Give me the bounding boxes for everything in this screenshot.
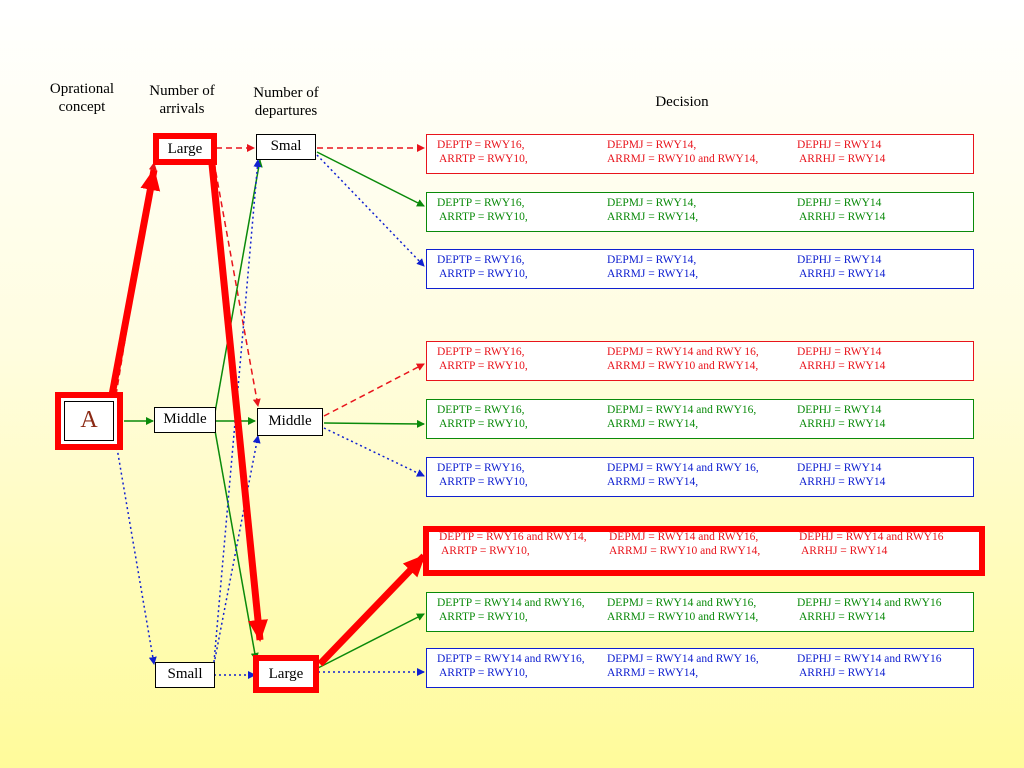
decision-8-c3-line-1: DEPHJ = RWY14 and RWY16 — [797, 597, 942, 609]
decision-4-c3-line-1: DEPHJ = RWY14 — [797, 346, 882, 358]
decision-9-c3-line-1: DEPHJ = RWY14 and RWY16 — [797, 653, 942, 665]
decision-3-c2-line-2: ARRMJ = RWY14, — [607, 268, 699, 280]
node-departures-small: Smal — [256, 134, 316, 160]
node-a: A — [55, 392, 123, 450]
arrow-a-to-arr-small — [116, 447, 157, 665]
decision-5-c2-line-2: ARRMJ = RWY14, — [607, 418, 699, 430]
highlight-a-to-arr-large — [108, 168, 161, 396]
decision-2-c3-line-1: DEPHJ = RWY14 — [797, 197, 882, 209]
decision-9-c2-line-2: ARRMJ = RWY14, — [607, 667, 699, 679]
decision-9-c3-line-2: ARRHJ = RWY14 — [799, 667, 886, 679]
decision-8-c3-line-2: ARRHJ = RWY14 — [799, 611, 886, 623]
decision-1-c3-line-2: ARRHJ = RWY14 — [799, 153, 886, 165]
decision-5-c3-line-1: DEPHJ = RWY14 — [797, 404, 882, 416]
decision-box-4: DEPTP = RWY16, ARRTP = RWY10, DEPMJ = RWY1… — [426, 341, 974, 381]
decision-8-c1-line-2: ARRTP = RWY10, — [439, 611, 528, 623]
decision-7-c2-line-1: DEPMJ = RWY14 and RWY16, — [609, 531, 759, 543]
decision-9-c1-line-2: ARRTP = RWY10, — [439, 667, 528, 679]
decision-7-c1-line-2: ARRTP = RWY10, — [441, 545, 530, 557]
node-arrivals-large: Large — [153, 133, 217, 165]
decision-5-c1-line-1: DEPTP = RWY16, — [437, 404, 525, 416]
decision-2-c1-line-2: ARRTP = RWY10, — [439, 211, 528, 223]
arrow-depmiddle-to-d6 — [323, 427, 425, 477]
decision-box-8: DEPTP = RWY14 and RWY16, ARRTP = RWY10, DE… — [426, 592, 974, 632]
decision-6-c3-line-1: DEPHJ = RWY14 — [797, 462, 882, 474]
node-arrivals-middle: Middle — [154, 407, 216, 433]
decision-2-c2-line-2: ARRMJ = RWY14, — [607, 211, 699, 223]
header-departures: Number of departures — [253, 85, 319, 119]
decision-7-c2-line-2: ARRMJ = RWY10 and RWY14, — [609, 545, 761, 557]
arrow-arrsmall-to-depmiddle — [213, 435, 261, 665]
decision-box-9: DEPTP = RWY14 and RWY16, ARRTP = RWY10, DE… — [426, 648, 974, 688]
decision-5-c1-line-2: ARRTP = RWY10, — [439, 418, 528, 430]
decision-4-c1-line-1: DEPTP = RWY16, — [437, 346, 525, 358]
decision-6-c3-line-2: ARRHJ = RWY14 — [799, 476, 886, 488]
decision-2-c3-line-2: ARRHJ = RWY14 — [799, 211, 886, 223]
node-departures-middle-label: Middle — [268, 413, 312, 429]
decision-box-3: DEPTP = RWY16, ARRTP = RWY10, DEPMJ = RWY1… — [426, 249, 974, 289]
arrow-deplarge-to-d8 — [317, 613, 425, 669]
decision-1-c2-line-2: ARRMJ = RWY10 and RWY14, — [607, 153, 759, 165]
arrow-depsmall-to-d3 — [316, 154, 425, 267]
decision-8-c2-line-2: ARRMJ = RWY10 and RWY14, — [607, 611, 759, 623]
decision-3-c1-line-2: ARRTP = RWY10, — [439, 268, 528, 280]
decision-6-c2-line-1: DEPMJ = RWY14 and RWY 16, — [607, 462, 759, 474]
decision-4-c2-line-1: DEPMJ = RWY14 and RWY 16, — [607, 346, 759, 358]
highlight-dep-large-to-d7 — [317, 553, 427, 667]
decision-2-c2-line-1: DEPMJ = RWY14, — [607, 197, 697, 209]
arrow-arrlarge-to-depmiddle — [213, 161, 261, 407]
decision-7-c1-line-1: DEPTP = RWY16 and RWY14, — [439, 531, 587, 543]
decision-9-c1-line-1: DEPTP = RWY14 and RWY16, — [437, 653, 585, 665]
decision-3-c1-line-1: DEPTP = RWY16, — [437, 254, 525, 266]
decision-box-6: DEPTP = RWY16, ARRTP = RWY10, DEPMJ = RWY1… — [426, 457, 974, 497]
header-decision: Decision — [655, 94, 709, 110]
decision-1-c3-line-1: DEPHJ = RWY14 — [797, 139, 882, 151]
decision-box-7: DEPTP = RWY16 and RWY14, ARRTP = RWY10, DE… — [423, 526, 985, 576]
node-departures-large-label: Large — [268, 666, 304, 682]
decision-3-c3-line-2: ARRHJ = RWY14 — [799, 268, 886, 280]
arrow-depmiddle-to-d4 — [323, 363, 425, 417]
decision-6-c1-line-1: DEPTP = RWY16, — [437, 462, 525, 474]
highlight-arr-large-to-dep-large — [208, 163, 268, 642]
node-arrivals-small: Small — [155, 662, 215, 688]
decision-6-c2-line-2: ARRMJ = RWY14, — [607, 476, 699, 488]
decision-8-c2-line-1: DEPMJ = RWY14 and RWY16, — [607, 597, 757, 609]
node-departures-middle: Middle — [257, 408, 323, 436]
decision-4-c3-line-2: ARRHJ = RWY14 — [799, 360, 886, 372]
decision-box-2: DEPTP = RWY16, ARRTP = RWY10, DEPMJ = RWY1… — [426, 192, 974, 232]
arrow-depmiddle-to-d5 — [323, 419, 425, 428]
decision-3-c2-line-1: DEPMJ = RWY14, — [607, 254, 697, 266]
arrow-depsmall-to-d2 — [316, 151, 425, 207]
node-arrivals-small-label: Small — [167, 666, 203, 682]
decision-8-c1-line-1: DEPTP = RWY14 and RWY16, — [437, 597, 585, 609]
decision-3-c3-line-1: DEPHJ = RWY14 — [797, 254, 882, 266]
arrow-arrmiddle-to-depsmall — [213, 159, 263, 419]
header-arrivals: Number of arrivals — [149, 83, 215, 117]
decision-box-5: DEPTP = RWY16, ARRTP = RWY10, DEPMJ = RWY1… — [426, 399, 974, 439]
decision-5-c2-line-1: DEPMJ = RWY14 and RWY16, — [607, 404, 757, 416]
decision-7-c3-line-2: ARRHJ = RWY14 — [801, 545, 888, 557]
decision-4-c2-line-2: ARRMJ = RWY10 and RWY14, — [607, 360, 759, 372]
node-a-label: A — [80, 407, 98, 433]
node-arrivals-middle-label: Middle — [163, 411, 207, 427]
decision-7-c3-line-1: DEPHJ = RWY14 and RWY16 — [799, 531, 944, 543]
decision-1-c2-line-1: DEPMJ = RWY14, — [607, 139, 697, 151]
decision-9-c2-line-1: DEPMJ = RWY14 and RWY 16, — [607, 653, 759, 665]
node-arrivals-large-label: Large — [167, 141, 203, 157]
decision-5-c3-line-2: ARRHJ = RWY14 — [799, 418, 886, 430]
header-concept: Oprational concept — [49, 81, 115, 115]
decision-box-1: DEPTP = RWY16, ARRTP = RWY10, DEPMJ = RWY1… — [426, 134, 974, 174]
decision-2-c1-line-1: DEPTP = RWY16, — [437, 197, 525, 209]
decision-1-c1-line-2: ARRTP = RWY10, — [439, 153, 528, 165]
node-departures-large: Large — [253, 655, 319, 693]
node-departures-small-label: Smal — [270, 138, 302, 154]
decision-1-c1-line-1: DEPTP = RWY16, — [437, 139, 525, 151]
decision-4-c1-line-2: ARRTP = RWY10, — [439, 360, 528, 372]
decision-6-c1-line-2: ARRTP = RWY10, — [439, 476, 528, 488]
